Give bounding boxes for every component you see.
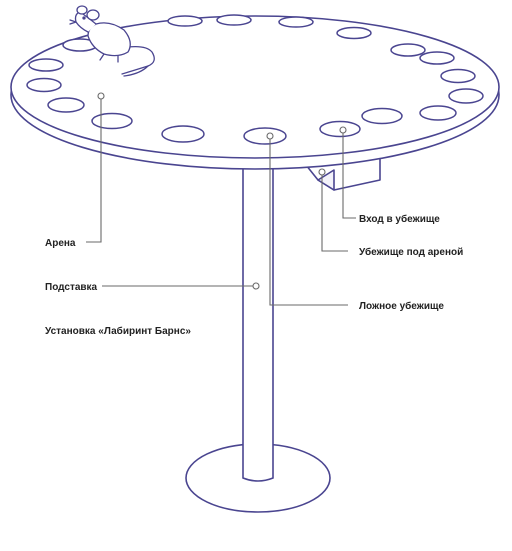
leader-dots <box>97 92 347 290</box>
label-stand: Подставка <box>45 282 98 293</box>
leader-arena <box>86 96 102 243</box>
leader-false-shelter <box>269 136 348 306</box>
diagram-title: Установка «Лабиринт Барнс» <box>45 325 191 337</box>
hole <box>28 58 64 72</box>
label-false-shelter: Ложное убежище <box>359 300 444 312</box>
arena-holes <box>26 14 484 145</box>
hole <box>161 125 205 143</box>
hole <box>26 77 62 93</box>
hole <box>47 97 85 113</box>
hole <box>336 26 372 40</box>
hole <box>361 107 403 125</box>
hole <box>243 127 287 145</box>
hole <box>278 16 314 28</box>
hole <box>390 43 426 57</box>
hole <box>91 112 133 130</box>
leader-shelter <box>321 172 348 252</box>
hole <box>419 51 455 65</box>
hole <box>440 68 476 84</box>
leader-entrance <box>342 130 356 219</box>
hole <box>216 14 252 26</box>
label-arena: Арена <box>45 238 76 249</box>
leader-lines <box>86 96 356 306</box>
mouse-icon <box>69 5 155 77</box>
pole <box>242 149 274 482</box>
hole <box>167 15 203 27</box>
hole <box>419 105 457 121</box>
hole <box>448 88 484 104</box>
label-shelter: Убежище под ареной <box>359 246 463 258</box>
label-entrance: Вход в убежище <box>359 213 440 225</box>
